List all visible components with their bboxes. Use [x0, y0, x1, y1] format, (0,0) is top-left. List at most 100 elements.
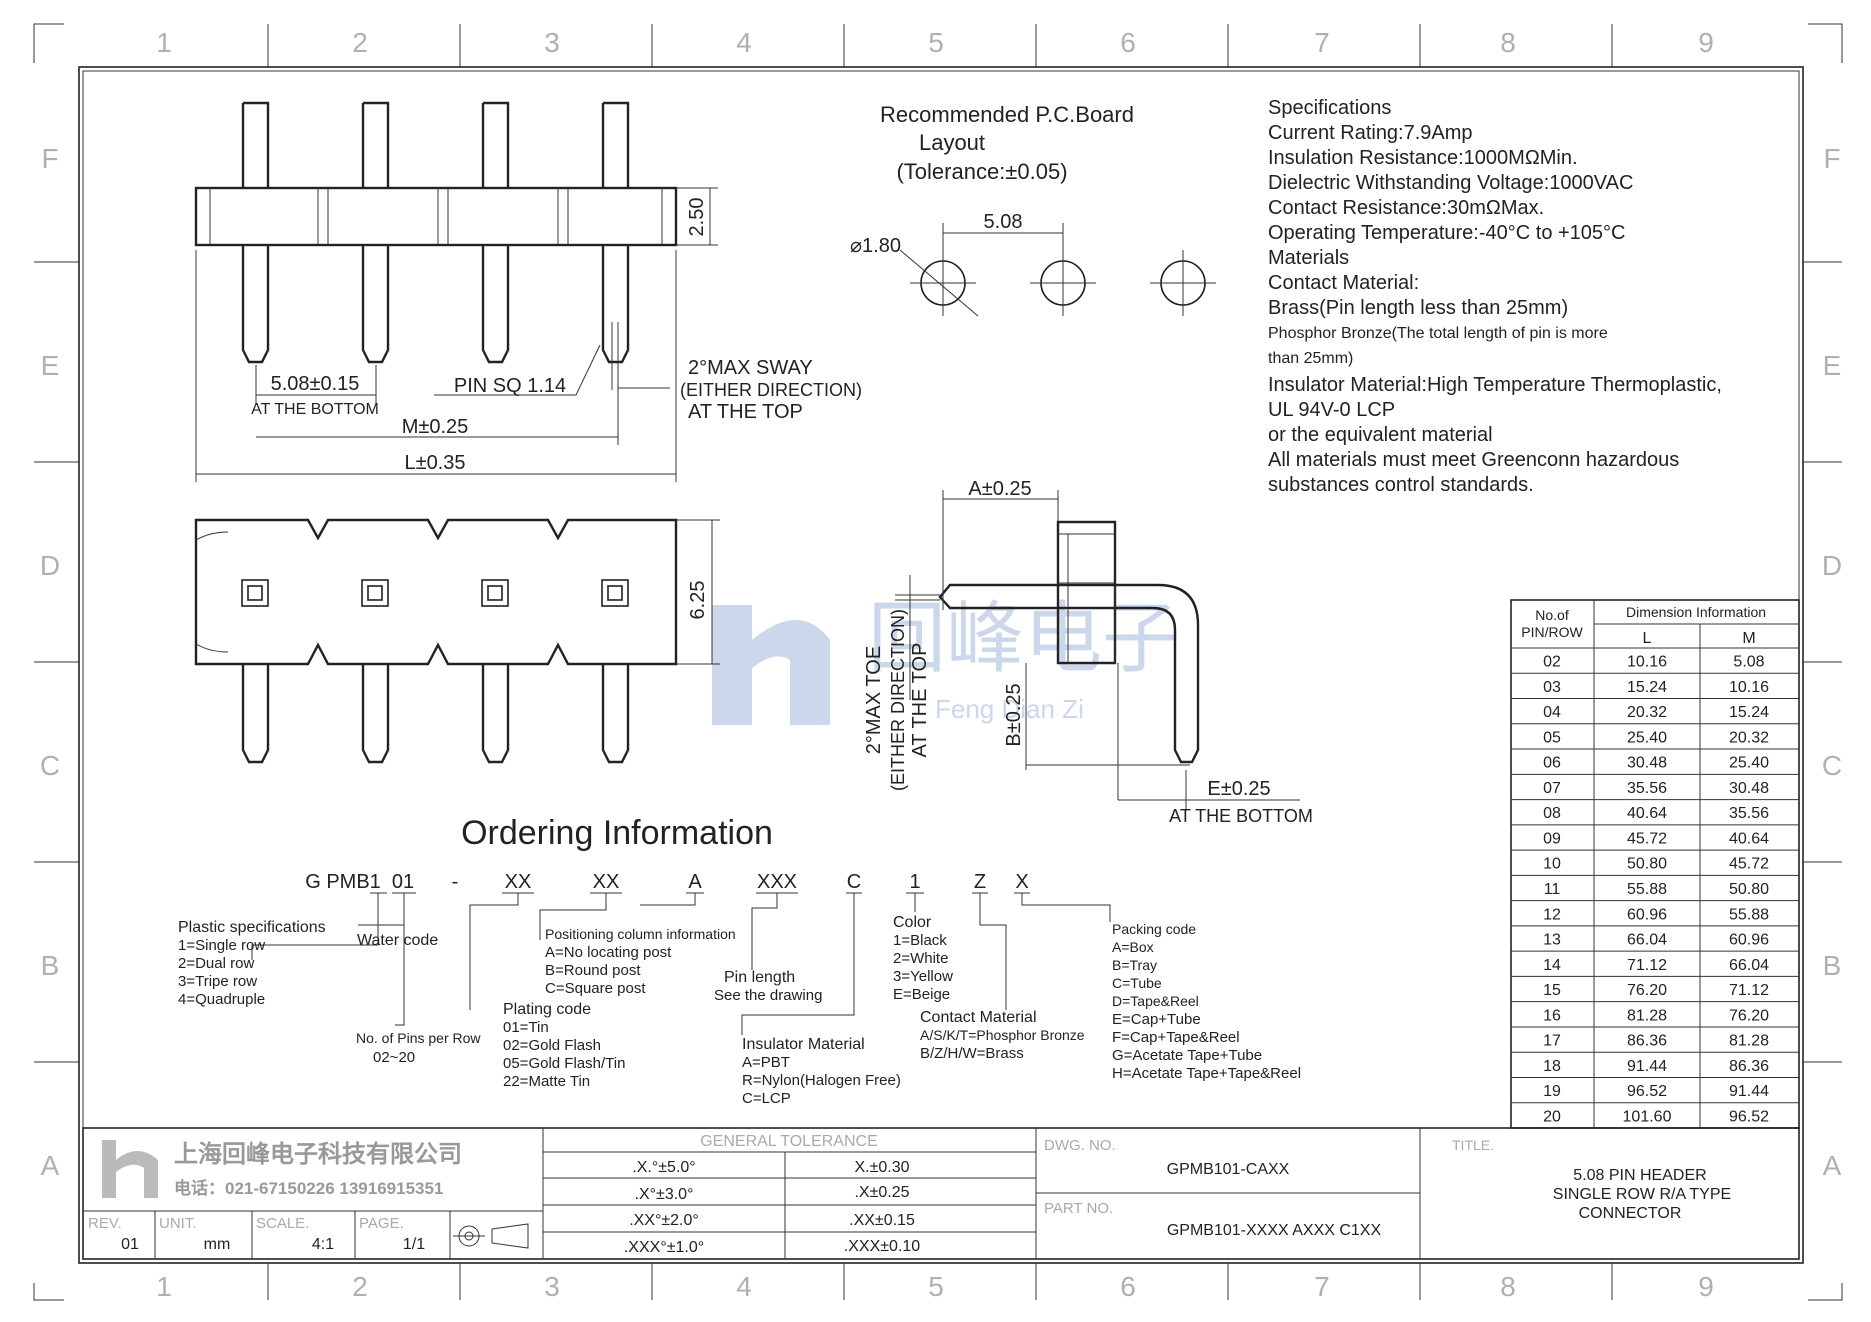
col-label: 3 [544, 1271, 560, 1302]
table-cell-m: 86.36 [1729, 1058, 1769, 1075]
table-cell-m: 25.40 [1729, 755, 1769, 772]
col-label: 5 [928, 1271, 944, 1302]
table-cell-l: 30.48 [1627, 755, 1667, 772]
sheet-frame: 1 2 3 4 5 6 7 8 9 1 2 3 4 5 6 7 8 9 F E … [33, 23, 1843, 1302]
packing-item: H=Acetate Tape+Tape&Reel [1112, 1065, 1301, 1082]
table-cell-l: 91.44 [1627, 1058, 1667, 1075]
insulator-item: A=PBT [742, 1054, 790, 1071]
table-cell-m: 91.44 [1729, 1083, 1769, 1100]
table-cell-l: 60.96 [1627, 906, 1667, 923]
col-label: 9 [1698, 27, 1714, 58]
tol-linear: .X±0.25 [854, 1184, 909, 1201]
table-cell-l: 55.88 [1627, 881, 1667, 898]
part-no: GPMB101-XXXX AXXX C1XX [1167, 1222, 1382, 1239]
page-label: PAGE. [359, 1215, 404, 1232]
plating-item: 01=Tin [503, 1019, 549, 1036]
col-label: 1 [156, 27, 172, 58]
table-cell-pins: 08 [1543, 805, 1561, 822]
scale-label: SCALE. [256, 1215, 309, 1232]
ordering-information: Ordering Information G PMB1 01 - XX XX A… [178, 814, 1301, 1107]
table-cell-m: 30.48 [1729, 780, 1769, 797]
pin-sq-dim: PIN SQ 1.14 [454, 375, 566, 397]
tol-linear: .XXX±0.10 [844, 1238, 920, 1255]
col-label: 7 [1314, 27, 1330, 58]
plastic-spec-title: Plastic specifications [178, 919, 326, 936]
spec-line: substances control standards. [1268, 474, 1534, 496]
table-cell-m: 5.08 [1733, 654, 1764, 671]
specifications: Specifications Current Rating:7.9Amp Ins… [1268, 97, 1722, 496]
code-part: X [1015, 871, 1028, 893]
col-label: 5 [928, 27, 944, 58]
tol-angle: .XXX°±1.0° [624, 1239, 704, 1256]
positioning-title: Positioning column information [545, 926, 736, 942]
table-cell-m: 76.20 [1729, 1007, 1769, 1024]
table-cell-l: 35.56 [1627, 780, 1667, 797]
toe-note-2: (EITHER DIRECTION) [888, 609, 908, 791]
e-note: AT THE BOTTOM [1169, 806, 1313, 826]
spec-line: Operating Temperature:-40°C to +105°C [1268, 222, 1626, 244]
table-cell-m: 15.24 [1729, 704, 1769, 721]
tol-linear: .XX±0.15 [849, 1212, 915, 1229]
pins-per-row-range: 02~20 [373, 1049, 415, 1066]
code-part: XX [505, 871, 532, 893]
positioning-item: C=Square post [545, 980, 646, 997]
drawing-title: SINGLE ROW R/A TYPE [1553, 1186, 1731, 1203]
table-cell-pins: 15 [1543, 982, 1561, 999]
table-cell-l: 96.52 [1627, 1083, 1667, 1100]
row-label: A [1823, 1150, 1842, 1181]
table-cell-m: 71.12 [1729, 982, 1769, 999]
projection-symbol-icon [453, 1223, 529, 1249]
contact-title: Contact Material [920, 1009, 1037, 1026]
pcb-pitch: 5.08 [984, 211, 1023, 233]
code-part: A [688, 871, 702, 893]
table-cell-l: 71.12 [1627, 957, 1667, 974]
table-cell-m: 55.88 [1729, 906, 1769, 923]
table-cell-l: 45.72 [1627, 830, 1667, 847]
table-cell-l: 50.80 [1627, 856, 1667, 873]
dimension-table: No.of PIN/ROW Dimension Information L M … [1510, 599, 1800, 1129]
col-label: 2 [352, 27, 368, 58]
plastic-spec-item: 2=Dual row [178, 955, 254, 972]
table-cell-l: 76.20 [1627, 982, 1667, 999]
unit-value: mm [204, 1236, 231, 1253]
tolerance-label: GENERAL TOLERANCE [700, 1133, 878, 1150]
table-header-group: Dimension Information [1626, 604, 1766, 620]
toe-note-3: AT THE TOP [909, 643, 931, 758]
code-part: XX [593, 871, 620, 893]
color-item: 3=Yellow [893, 968, 953, 985]
pin-length-title: Pin length [724, 969, 795, 986]
table-cell-pins: 07 [1543, 780, 1561, 797]
spec-line: Insulation Resistance:1000MΩMin. [1268, 147, 1578, 169]
tol-angle: .X°±3.0° [635, 1186, 694, 1203]
table-cell-pins: 11 [1544, 881, 1561, 898]
color-item: E=Beige [893, 986, 950, 1003]
table-cell-pins: 16 [1543, 1007, 1561, 1024]
plastic-spec-item: 3=Tripe row [178, 973, 257, 990]
tol-angle: .X.°±5.0° [632, 1159, 695, 1176]
code-part: - [452, 871, 459, 893]
packing-item: C=Tube [1112, 975, 1162, 991]
table-cell-pins: 20 [1543, 1108, 1561, 1125]
a-dim: A±0.25 [968, 478, 1031, 500]
plating-item: 02=Gold Flash [503, 1037, 601, 1054]
spec-line: UL 94V-0 LCP [1268, 399, 1395, 421]
code-part: G PMB1 [305, 871, 381, 893]
top-view: 6.25 [194, 518, 720, 764]
spec-line: Contact Resistance:30mΩMax. [1268, 197, 1544, 219]
ordering-title: Ordering Information [461, 814, 773, 852]
pcb-title: Recommended P.C.Board [880, 102, 1134, 127]
front-view: 2.50 5.08±0.15 AT THE BOTTOM PIN SQ 1.14… [194, 101, 862, 482]
row-label: A [41, 1150, 60, 1181]
table-cell-pins: 13 [1543, 932, 1561, 949]
color-item: 1=Black [893, 932, 947, 949]
col-label: 2 [352, 1271, 368, 1302]
table-cell-pins: 12 [1543, 906, 1561, 923]
color-item: 2=White [893, 950, 948, 967]
packing-item: G=Acetate Tape+Tube [1112, 1047, 1262, 1064]
drawing-title: CONNECTOR [1579, 1205, 1682, 1222]
packing-item: B=Tray [1112, 957, 1157, 973]
code-part: XXX [757, 871, 797, 893]
table-cell-m: 35.56 [1729, 805, 1769, 822]
water-code: Water code [357, 932, 438, 949]
spec-line: Materials [1268, 247, 1349, 269]
